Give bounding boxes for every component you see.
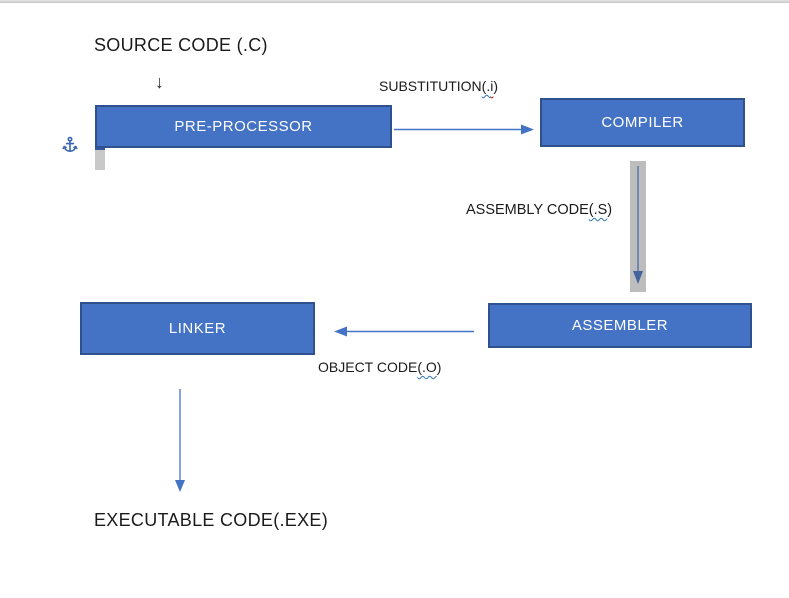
- source-code-label: SOURCE CODE (.C): [94, 35, 268, 55]
- substitution-text: SUBSTITUTION: [379, 78, 482, 94]
- substitution-label: SUBSTITUTION(.i): [379, 78, 498, 94]
- box-pre-processor[interactable]: PRE-PROCESSOR: [95, 105, 392, 148]
- arrow-preprocessor-to-compiler[interactable]: [393, 121, 535, 137]
- box-linker[interactable]: LINKER: [80, 302, 315, 355]
- box-linker-label: LINKER: [168, 320, 227, 337]
- left-gray-stub: [95, 150, 105, 170]
- box-assembler[interactable]: ASSEMBLER: [488, 303, 752, 348]
- assembly-close: ): [607, 202, 613, 218]
- object-wavy-blue: (.O: [417, 359, 437, 375]
- anchor-icon: [62, 136, 78, 153]
- box-assembler-label: ASSEMBLER: [571, 317, 669, 334]
- assembly-text: ASSEMBLY CODE: [466, 202, 589, 218]
- page-top-divider: [0, 0, 789, 3]
- object-close: ): [436, 359, 442, 375]
- substitution-wavy-red: i: [490, 78, 494, 94]
- object-code-label: OBJECT CODE(.O): [318, 359, 441, 375]
- arrow-compiler-to-assembler[interactable]: [630, 161, 646, 292]
- connector-gray-bar[interactable]: [630, 161, 646, 292]
- substitution-close: ): [493, 78, 499, 94]
- box-compiler-label: COMPILER: [601, 114, 684, 131]
- assembly-code-label: ASSEMBLY CODE(.S): [466, 202, 612, 218]
- object-text: OBJECT CODE: [318, 359, 418, 375]
- box-pre-processor-label: PRE-PROCESSOR: [174, 118, 313, 135]
- executable-code-label: EXECUTABLE CODE(.EXE): [94, 510, 329, 530]
- arrow-linker-down[interactable]: [172, 389, 188, 493]
- assembly-wavy-blue: (.S: [588, 202, 608, 218]
- down-arrow-glyph: ↓: [155, 72, 164, 92]
- substitution-wavy-blue: (.: [481, 78, 491, 94]
- box-compiler[interactable]: COMPILER: [540, 98, 745, 147]
- arrow-assembler-to-linker[interactable]: [333, 323, 475, 339]
